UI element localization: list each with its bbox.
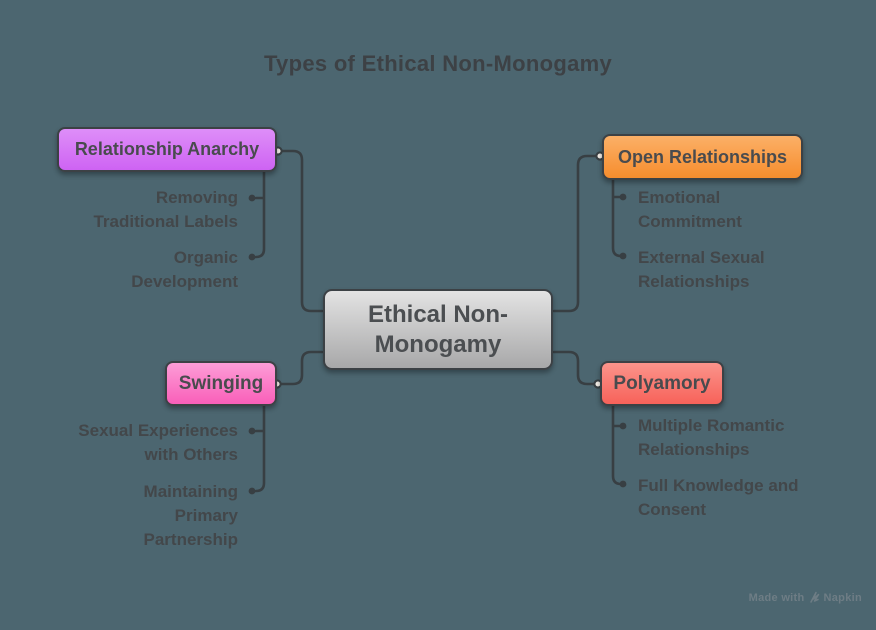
subbranch-relationship-anarchy xyxy=(254,170,266,259)
subbranch-swinging xyxy=(254,404,266,493)
subbranch-open-relationships xyxy=(611,178,623,258)
connector-swinging-to-center xyxy=(276,350,324,386)
node-center-ethical-non-monogamy: Ethical Non-Monogamy xyxy=(323,289,553,370)
subtopic-removing-traditional-labels: Removing Traditional Labels xyxy=(93,188,238,231)
center-node-label: Ethical Non-Monogamy xyxy=(367,300,508,358)
diagram-title: Types of Ethical Non-Monogamy xyxy=(263,51,613,76)
subtopic-external-sexual-relationships: External Sexual Relationships xyxy=(638,248,765,291)
node-open-relationships: Open Relationships xyxy=(602,134,803,180)
subtopic-emotional-commitment: Emotional Commitment xyxy=(638,188,742,231)
watermark-prefix: Made with xyxy=(748,591,805,604)
napkin-logo-icon xyxy=(809,591,819,603)
connector-center-to-open-relationships xyxy=(552,154,599,313)
subbranch-polyamory xyxy=(611,404,623,486)
branch-label: Relationship Anarchy xyxy=(74,139,260,159)
branch-label: Swinging xyxy=(178,372,264,394)
node-swinging: Swinging xyxy=(165,361,277,406)
node-relationship-anarchy: Relationship Anarchy xyxy=(57,127,277,172)
branch-label: Open Relationships xyxy=(617,146,788,167)
connector-center-to-polyamory xyxy=(552,350,599,386)
branch-label: Polyamory xyxy=(613,372,711,394)
subtopic-maintaining-primary-partnership: Maintaining Primary Partnership xyxy=(143,482,238,549)
subtopic-sexual-experiences-with-others: Sexual Experiences with Others xyxy=(78,421,238,464)
subtopic-multiple-romantic-relationships: Multiple Romantic Relationships xyxy=(638,416,785,459)
napkin-watermark-link[interactable]: Made with Napkin xyxy=(749,591,862,604)
connector-relationship-anarchy-to-center xyxy=(277,149,324,313)
subtopic-full-knowledge-and-consent: Full Knowledge and Consent xyxy=(638,476,799,519)
subtopic-organic-development: Organic Development xyxy=(131,248,238,291)
watermark-brand: Napkin xyxy=(823,591,862,604)
node-polyamory: Polyamory xyxy=(600,361,724,406)
subtopic-dots xyxy=(248,193,627,495)
